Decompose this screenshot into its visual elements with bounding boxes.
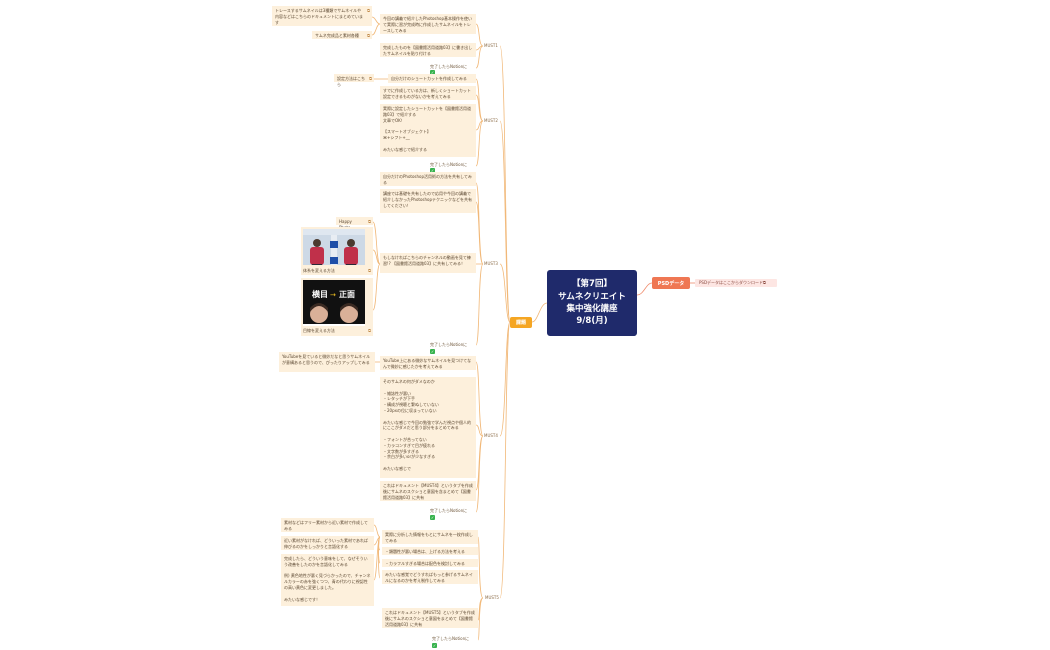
must5-improve-node[interactable]: みたいな感覚でどうすればもっと参げるサムネイルになるのかを考え制作してみる	[382, 570, 478, 584]
must2-shortcut-node[interactable]: 自分だけのショートカットを作成してみる	[388, 74, 476, 83]
must3-thumb1-node[interactable]: 体系を変える方法 ⧉	[301, 227, 373, 275]
must4-document-node[interactable]: これはドキュメント【MUST4】というタブを作成後にサムネのスクショと意図を含ま…	[380, 481, 476, 501]
link-icon: ⧉	[367, 8, 370, 13]
link-icon: ⧉	[368, 219, 371, 224]
thumbnail-body-image	[303, 234, 365, 265]
must3-label[interactable]: MUST3	[484, 261, 498, 266]
link-icon: ⧉	[368, 268, 371, 273]
must3-advanced-node[interactable]: 講座では基礎を共有したので応用や今回の講義で紹介しなかったPhotoshopテク…	[380, 189, 476, 213]
must5-done-text: 完了したらNotionに	[432, 636, 470, 641]
thumb2-left-word: 横目	[312, 289, 328, 299]
must4-analysis-node[interactable]: そのサムネの何がダメなのか ・雑誌性が悪い ・レタッチが下手 ・構成が視聴と繋ぬ…	[380, 377, 476, 478]
must3-done-text: 完了したらNotionに	[430, 342, 468, 347]
branch-kadai[interactable]: 課題	[510, 317, 532, 328]
must5-visibility-node[interactable]: ・類題性が悪い場合は、上げる方法を考える	[382, 547, 478, 555]
thumbnail-gaze-image: 横目 → 正面	[303, 285, 365, 326]
thumb2-right-word: 正面	[339, 290, 355, 299]
must1-label[interactable]: MUST1	[484, 43, 498, 48]
central-line-1: 【第7回】	[572, 279, 612, 290]
must1-left-materials-node[interactable]: サムネ完成品と素材各種 ⧉	[312, 31, 372, 39]
link-icon: ⧉	[763, 280, 766, 285]
must1-left-materials-text: サムネ完成品と素材各種	[315, 33, 359, 38]
must4-label[interactable]: MUST4	[484, 433, 498, 438]
must2-done-text: 完了したらNotionに	[430, 162, 468, 167]
must5-color-node[interactable]: ・カラフルすぎる場合は配色を検討してみる	[382, 559, 478, 567]
thumbnail-body-shape	[303, 229, 365, 265]
must3-thumb1-caption: 体系を変える方法	[303, 268, 335, 273]
must2-check-icon: ✓	[430, 168, 435, 173]
must1-done-text: 完了したらNotionに	[430, 64, 468, 69]
must1-trace-node[interactable]: 今回の講義で紹介したPhotoshop基本操作を使いて実際に習が完成時に作成した…	[380, 14, 476, 34]
must1-left-doc-text: トレースするサムネイルは3種類でサムネイルや内容などはこちらのドキュメントにまと…	[275, 8, 363, 25]
must2-share-node[interactable]: 実際に設定したショートカットを【図書館活用道路03】で紹介する 文章でOK！ 【…	[380, 104, 476, 157]
must4-find-node[interactable]: YouTube上にある微妙なサムネイルを見つけてなんで微妙に感じたかを考えてみる	[380, 356, 476, 370]
must5-left-free-material-node[interactable]: 素材などはフリー素材から近い素材で作成してみる	[281, 518, 374, 532]
must5-document-node[interactable]: これはドキュメント【MUST5】というタブを作成後にサムネのスクショと意図をまと…	[382, 608, 478, 628]
central-line-4: 9/8(月)	[576, 316, 608, 327]
must3-channel-node[interactable]: もしなければこちらのチャンネルの動画を見て練習!? 【図書館活用道路03】に共有…	[380, 253, 476, 273]
must4-check-icon: ✓	[430, 515, 435, 520]
psd-download-link[interactable]: PSDデータはここからダウンロード⧉	[695, 279, 777, 287]
must3-check-icon: ✓	[430, 349, 435, 354]
must3-thumb2-caption: 目線を変える方法	[303, 328, 335, 333]
psd-download-text: PSDデータはここからダウンロード	[699, 280, 764, 285]
link-icon: ⧉	[369, 76, 372, 81]
must2-label[interactable]: MUST2	[484, 118, 498, 123]
must5-create-node[interactable]: 実際に分析した情報をもとにサムネを一枚作成してみる	[382, 530, 478, 544]
must3-happy-photo-node[interactable]: Happy Photo⧉	[336, 217, 373, 230]
must3-thumb2-node[interactable]: 横目 → 正面 目線を変える方法 ⧉	[301, 278, 373, 336]
must5-left-similar-node[interactable]: 近い素材がなければ、どういった素材であれば伸びるのかをしっかりと言語化する	[281, 536, 374, 550]
central-topic[interactable]: 【第7回】 サムネクリエイト 集中強化講座 9/8(月)	[547, 270, 637, 336]
branch-psd-data[interactable]: PSDデータ	[652, 277, 690, 289]
must3-share-node[interactable]: 自分だけのPhotoshop活用術の方法を共有してみる	[380, 172, 476, 186]
link-icon: ⧉	[368, 328, 371, 333]
thumb2-arrow: →	[330, 291, 336, 299]
central-line-2: サムネクリエイト	[558, 291, 626, 302]
must4-left-youtube-node[interactable]: YouTubeを見ていると微妙だなと思うサムネイルが意構あると思うので、ぴったり…	[279, 352, 375, 372]
thumbnail-gaze-shape: 横目 → 正面	[303, 280, 365, 326]
must1-left-doc-node[interactable]: トレースするサムネイルは3種類でサムネイルや内容などはこちらのドキュメントにまと…	[272, 6, 372, 26]
must2-left-howto-node[interactable]: 設定方法はこちら ⧉	[334, 74, 374, 87]
must2-left-howto-text: 設定方法はこちら	[337, 76, 365, 87]
central-line-3: 集中強化講座	[566, 304, 618, 314]
must5-label[interactable]: MUST5	[485, 595, 499, 600]
must4-done-text: 完了したらNotionに	[430, 508, 468, 513]
must1-check-icon: ✓	[430, 70, 435, 75]
link-icon: ⧉	[367, 33, 370, 38]
must5-left-explain-node[interactable]: 完成したら、どういう意味をして、なぜそういう改善をしたのかを言語化してみる 例)…	[281, 554, 374, 606]
must2-existing-node[interactable]: すでに作成している方は、新しくショートカット設定できるものがないかを考えてみる	[380, 86, 476, 100]
must1-export-node[interactable]: 完成したものを【図書館活用道路03】に書き出したサムネイルを貼り付ける	[380, 43, 476, 57]
must5-check-icon: ✓	[432, 643, 437, 648]
